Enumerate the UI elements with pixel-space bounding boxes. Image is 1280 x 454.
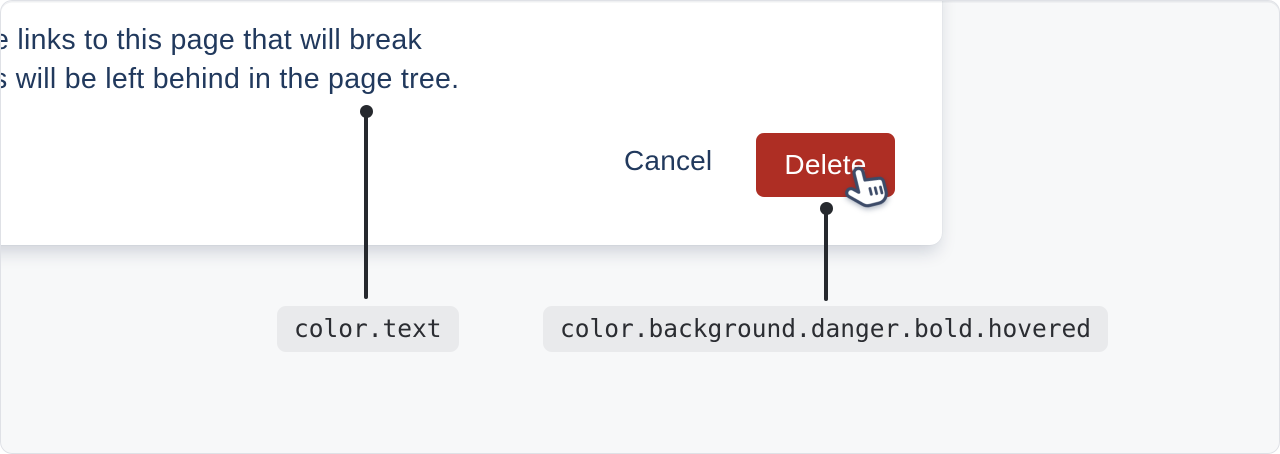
delete-button[interactable]: Delete [756, 133, 895, 197]
dialog-body-line-2: s will be left behind in the page tree. [0, 63, 460, 95]
token-chip-color-text: color.text [277, 306, 459, 352]
dialog-body-text: e links to this page that will break s w… [0, 21, 459, 99]
delete-confirmation-dialog: e links to this page that will break s w… [0, 0, 942, 245]
annotation-line-danger-token [824, 208, 828, 301]
token-chip-color-background-danger-bold-hovered: color.background.danger.bold.hovered [543, 306, 1109, 352]
annotation-line-text-token [364, 111, 368, 299]
cancel-button[interactable]: Cancel [624, 145, 713, 176]
dialog-body-line-1: e links to this page that will break [0, 24, 423, 56]
